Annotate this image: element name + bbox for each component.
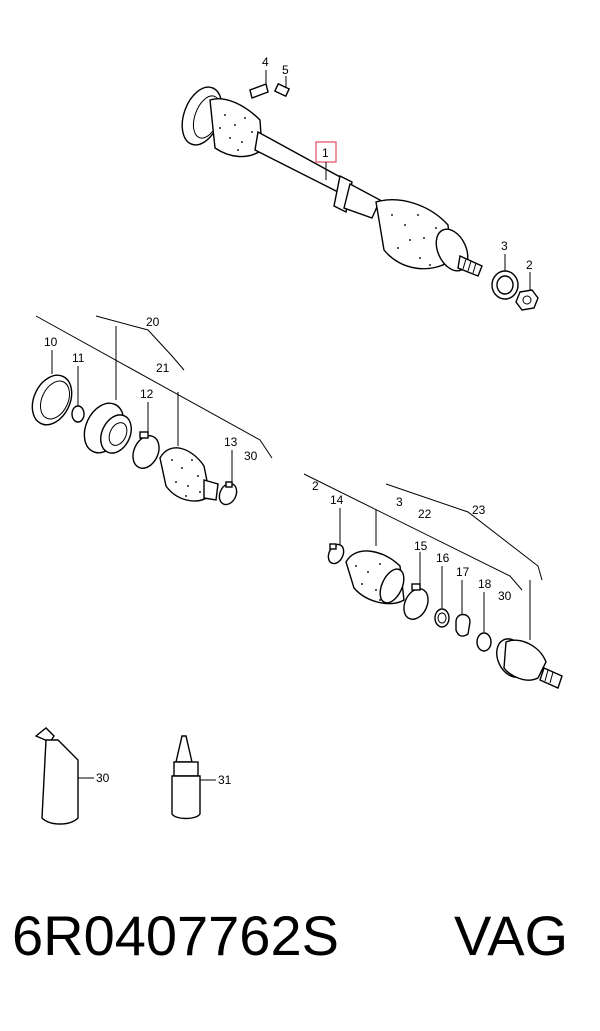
callout-30-tube: 30 <box>96 771 110 785</box>
callout-21: 21 <box>156 361 170 375</box>
callout-12: 12 <box>140 387 154 401</box>
outer-joint-group <box>303 473 563 689</box>
callout-3-right: 3 <box>396 495 403 509</box>
callout-3-top: 3 <box>501 239 508 253</box>
callout-17: 17 <box>456 565 470 579</box>
exploded-parts-diagram: 4 5 1 3 2 <box>31 55 563 825</box>
callout-15: 15 <box>414 539 428 553</box>
brand-label: VAG <box>454 904 569 967</box>
callout-23: 23 <box>472 503 486 517</box>
callout-30-left: 30 <box>244 449 258 463</box>
callout-18: 18 <box>478 577 492 591</box>
drive-shaft-assembly <box>181 82 539 311</box>
callout-13: 13 <box>224 435 238 449</box>
grease-tube <box>34 727 94 825</box>
callout-20: 20 <box>146 315 160 329</box>
part-number: 6R0407762S <box>12 904 339 967</box>
leader-lines-top <box>265 70 531 290</box>
callout-11: 11 <box>72 351 85 365</box>
callout-16: 16 <box>436 551 450 565</box>
callout-31: 31 <box>218 773 232 787</box>
sealant-bottle <box>171 735 216 820</box>
callout-1: 1 <box>322 146 329 160</box>
callout-2-right: 2 <box>312 479 319 493</box>
callout-10: 10 <box>44 335 58 349</box>
inner-joint-group <box>31 315 273 506</box>
callout-4: 4 <box>262 55 269 69</box>
callout-30-right: 30 <box>498 589 512 603</box>
callout-14: 14 <box>330 493 344 507</box>
callout-2-top: 2 <box>526 258 533 272</box>
callout-5: 5 <box>282 63 289 77</box>
callout-22: 22 <box>418 507 432 521</box>
